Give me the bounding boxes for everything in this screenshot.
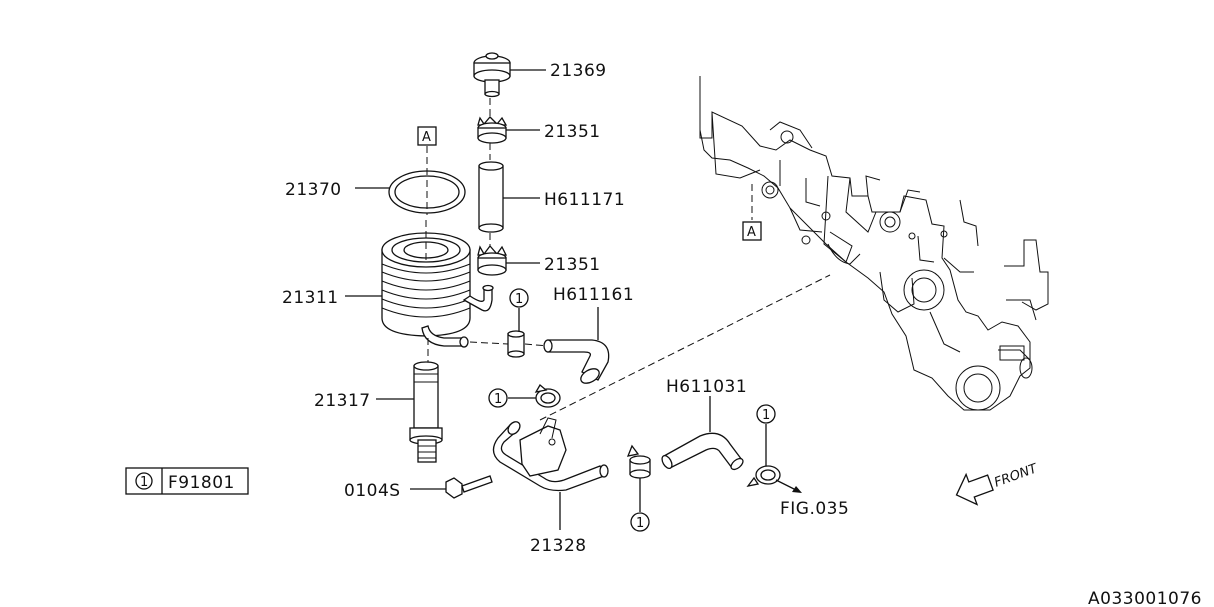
legend-number: 1 <box>140 475 148 490</box>
label-h611031: H611031 <box>666 377 747 397</box>
part-21317-union-bolt[interactable] <box>409 361 443 463</box>
legend-code: F91801 <box>168 473 235 493</box>
part-h611161-hose[interactable] <box>543 339 610 386</box>
part-clip-middle[interactable] <box>534 384 561 408</box>
callout-1-upper: 1 <box>509 288 529 308</box>
part-21311-oil-cooler[interactable] <box>381 232 494 348</box>
callout-1-right: 1 <box>756 404 776 424</box>
svg-text:1: 1 <box>762 408 770 423</box>
front-arrow-icon: FRONT <box>955 461 1040 506</box>
label-21328: 21328 <box>530 536 587 556</box>
part-clip-lower[interactable] <box>626 444 651 479</box>
part-21369-cap[interactable] <box>473 52 511 98</box>
svg-text:A: A <box>747 225 756 240</box>
label-21311: 21311 <box>282 288 339 308</box>
part-h611171-hose[interactable] <box>478 161 504 233</box>
label-21351-bottom: 21351 <box>544 255 601 275</box>
label-21317: 21317 <box>314 391 371 411</box>
svg-text:1: 1 <box>636 516 644 531</box>
part-clip-upper[interactable] <box>507 330 525 358</box>
svg-text:FRONT: FRONT <box>992 461 1040 491</box>
label-21351-top: 21351 <box>544 122 601 142</box>
ref-box-a-left: A <box>417 126 437 146</box>
label-h611171: H611171 <box>544 190 625 210</box>
svg-text:1: 1 <box>515 292 523 307</box>
label-fig-035[interactable]: FIG.035 <box>780 499 849 519</box>
part-21351-bottom-clip[interactable] <box>477 244 508 276</box>
ref-box-a-right: A <box>742 221 762 241</box>
axis-dash <box>469 341 509 345</box>
label-h611161: H611161 <box>553 285 634 305</box>
part-clip-right[interactable] <box>746 465 781 487</box>
part-21328-pipe[interactable] <box>492 417 609 492</box>
engine-block <box>699 76 1049 411</box>
callout-1-lower: 1 <box>630 512 650 532</box>
diagram-id: A033001076 <box>1088 589 1202 607</box>
arrow-to-fig <box>775 479 802 493</box>
label-21369: 21369 <box>550 61 607 81</box>
label-21370: 21370 <box>285 180 342 200</box>
legend-box: 1 F91801 <box>125 467 249 495</box>
part-21351-top-clip[interactable] <box>477 116 508 144</box>
part-h611031-hose[interactable] <box>660 432 745 471</box>
callout-1-middle: 1 <box>488 388 508 408</box>
svg-text:1: 1 <box>494 392 502 407</box>
svg-text:A: A <box>422 130 431 145</box>
label-0104s: 0104S <box>344 481 401 501</box>
part-0104s-bolt[interactable] <box>445 475 493 499</box>
axis-dash <box>524 343 549 347</box>
axis-dash-long <box>539 274 831 421</box>
